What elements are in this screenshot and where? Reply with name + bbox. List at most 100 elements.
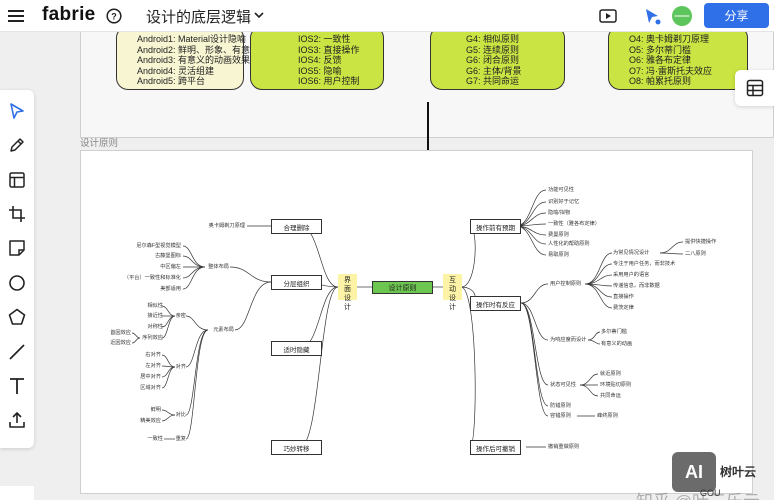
leaf[interactable]: 接近性 — [147, 313, 163, 319]
line-tool-icon[interactable] — [7, 342, 27, 362]
left-highlight[interactable]: 界面 设计 — [338, 274, 357, 311]
note-line: Android4: 灵活组建 — [137, 65, 215, 76]
left-toolbar — [0, 90, 34, 448]
leaf[interactable]: 美部适用 — [160, 286, 181, 292]
sticky-note-icon[interactable] — [7, 238, 27, 258]
leaf[interactable]: 整体布局 — [208, 264, 229, 270]
leaf[interactable]: 提供快捷操作 — [685, 239, 717, 245]
leaf[interactable]: 首因效应 — [110, 330, 131, 336]
leaf[interactable]: 直接操作 — [613, 294, 634, 300]
circle-tool-icon[interactable] — [7, 273, 27, 293]
leaf[interactable]: 环境贴切原则 — [600, 382, 632, 388]
avatar[interactable]: — — [672, 6, 692, 26]
leaf[interactable]: 状态可见性 — [550, 382, 576, 388]
leaf[interactable]: 容错原则 — [550, 413, 571, 419]
leaf[interactable]: 专注于用户任务，而非技术 — [613, 261, 676, 267]
note-line: G4: 相似原则 — [466, 34, 520, 44]
layout-panel-button[interactable] — [735, 70, 774, 106]
note-line: Android5: 跨平台 — [137, 76, 206, 87]
left-branch-node[interactable]: 分层组织 — [271, 275, 322, 290]
share-button[interactable]: 分享 — [704, 3, 769, 28]
present-icon[interactable] — [598, 6, 618, 26]
frame-tool-icon[interactable] — [7, 170, 27, 190]
leaf[interactable]: 易取原则 — [548, 252, 569, 258]
leaf[interactable]: 居中对齐 — [140, 374, 161, 380]
leaf[interactable]: 右对齐 — [145, 352, 161, 358]
leaf[interactable]: 费曼原则 — [548, 232, 569, 238]
leaf[interactable]: 对称性 — [147, 324, 163, 330]
note-line: Android2: 鲜明、形象、有意义 — [137, 44, 260, 55]
leaf[interactable]: 奥卡姆剃刀原理 — [208, 223, 245, 229]
right-highlight[interactable]: 互动 设计 — [443, 274, 462, 311]
leaf[interactable]: 精美效应 — [140, 418, 161, 424]
leaf[interactable]: 序列效应 — [142, 335, 163, 341]
select-tool-icon[interactable] — [7, 101, 27, 121]
document-title[interactable]: 设计的底层逻辑 — [146, 9, 252, 26]
bottom-left-panel[interactable] — [0, 486, 34, 500]
leaf[interactable]: 撤销重做原则 — [548, 444, 580, 450]
leaf[interactable]: 传递信息，而非数据 — [613, 283, 660, 289]
leaf[interactable]: 区域对齐 — [140, 385, 161, 391]
leaf[interactable]: 功能可见性 — [548, 187, 574, 193]
leaf[interactable]: 二八原则 — [685, 251, 706, 257]
note-line: Android3: 有意义的动画效果 — [137, 55, 251, 66]
left-branch-node[interactable]: 合理删除 — [271, 219, 322, 234]
leaf[interactable]: 就近原则 — [600, 371, 621, 377]
note-line: Android1: Material设计隐喻 — [137, 34, 247, 44]
leaf[interactable]: 识别好于记忆 — [548, 199, 580, 205]
leaf[interactable]: 费茨定律 — [613, 305, 634, 311]
leaf[interactable]: 重复 — [175, 436, 186, 442]
right-branch-node[interactable]: 操作时有反应 — [470, 296, 521, 311]
leaf[interactable]: 一致性 — [147, 436, 163, 442]
leaf[interactable]: 尼尔森F型视觉模型 — [136, 243, 181, 249]
right-branch-node[interactable]: 操作后可撤销 — [470, 440, 521, 455]
left-branch-node[interactable]: 巧妙转移 — [271, 440, 322, 455]
leaf[interactable]: 相似性 — [147, 303, 163, 309]
leaf[interactable]: 用户控制原则 — [550, 281, 582, 287]
leaf[interactable]: 中区偏左 — [160, 264, 181, 270]
frame-label[interactable]: 设计原则 — [80, 138, 119, 149]
leaf[interactable]: 近因效应 — [110, 340, 131, 346]
pen-tool-icon[interactable] — [7, 135, 27, 155]
text-tool-icon[interactable] — [7, 376, 27, 396]
mindmap[interactable]: 设计原则 界面 设计 互动 设计 合理删除分层组织适时隐藏巧妙转移 操作前有预期操作时有… — [80, 150, 753, 494]
crop-tool-icon[interactable] — [7, 204, 27, 224]
leaf[interactable]: 隐喻/拟物 — [548, 210, 571, 216]
leaf[interactable]: 人性化的帮助原则 — [548, 241, 590, 247]
leaf[interactable]: （平台）一致性和标准化 — [123, 275, 181, 281]
leaf[interactable]: 共同命运 — [600, 393, 621, 399]
left-branch-node[interactable]: 适时隐藏 — [271, 341, 322, 356]
mindmap-frame[interactable] — [80, 150, 753, 494]
leaf[interactable]: 一致性（雅各布定律） — [548, 221, 600, 227]
center-node[interactable]: 设计原则 — [372, 281, 433, 294]
polygon-tool-icon[interactable] — [7, 307, 27, 327]
leaf[interactable]: 古藤堡图标 — [155, 253, 181, 259]
leaf[interactable]: 有意义的动画 — [601, 341, 633, 347]
leaf[interactable]: 亲密 — [175, 313, 186, 319]
note-line: O7: 冯·雷斯托夫效应 — [629, 65, 713, 76]
follow-cursor-icon[interactable] — [642, 6, 662, 26]
leaf[interactable]: 左对齐 — [145, 363, 161, 369]
leaf[interactable]: 为常见情况设计 — [613, 250, 650, 256]
leaf[interactable]: 元素布局 — [213, 327, 234, 333]
leaf[interactable]: 鲜明 — [150, 407, 161, 413]
upload-icon[interactable] — [7, 410, 27, 430]
leaf[interactable]: 防错原则 — [550, 403, 571, 409]
leaf[interactable]: 峰终原则 — [597, 413, 618, 419]
leaf[interactable]: 采用用户的语言 — [613, 272, 650, 278]
app-logo[interactable]: fabrie — [42, 4, 96, 25]
leaf[interactable]: 多尔蒂门槛 — [601, 329, 627, 335]
right-branch-node[interactable]: 操作前有预期 — [470, 219, 521, 234]
help-icon[interactable]: ? — [104, 6, 124, 26]
menu-icon[interactable] — [6, 6, 26, 26]
leaf[interactable]: 对比 — [175, 412, 186, 418]
chevron-down-icon[interactable] — [252, 8, 266, 22]
leaf[interactable]: 为响应度而设计 — [550, 337, 587, 343]
note-line: IOS3: 直接操作 — [298, 44, 360, 55]
leaf[interactable]: 对齐 — [175, 364, 186, 370]
